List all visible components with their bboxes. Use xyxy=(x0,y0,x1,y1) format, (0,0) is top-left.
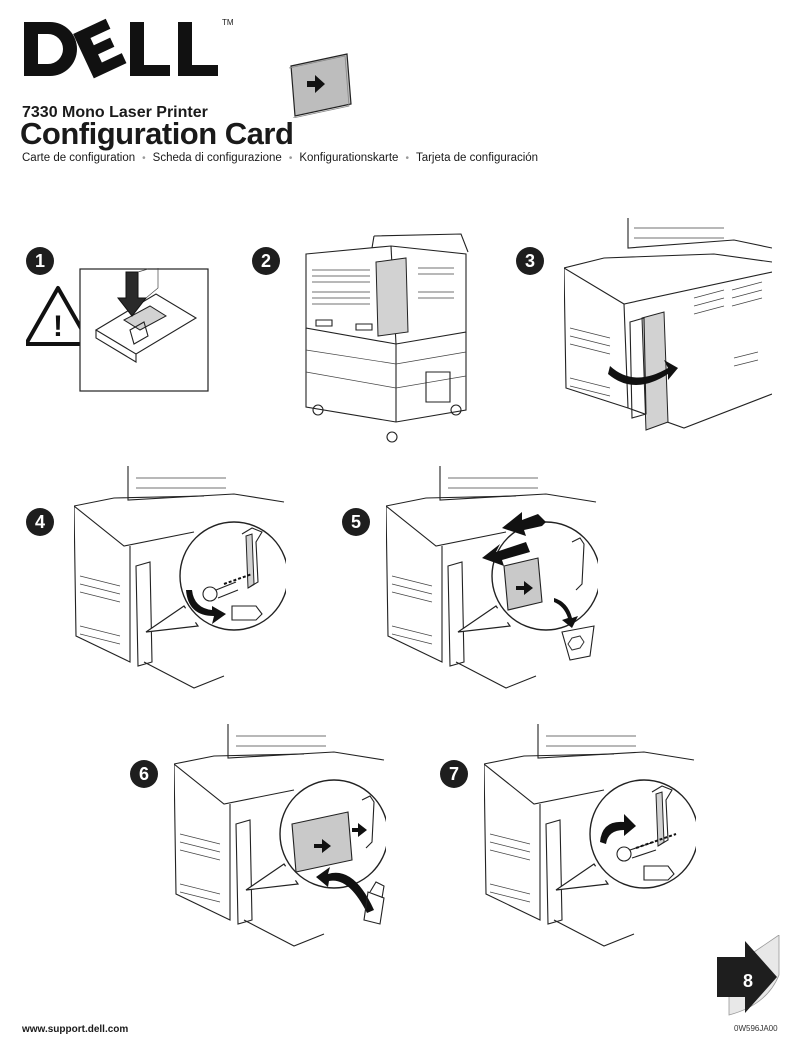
model-name: 7330 Mono Laser Printer xyxy=(22,104,208,121)
step-5-figure xyxy=(386,466,598,689)
arrow-right-icon xyxy=(314,839,331,853)
configuration-card-icon xyxy=(288,53,352,118)
separator-dot: • xyxy=(288,153,293,164)
arrow-right-icon xyxy=(516,581,533,595)
translation-fr: Carte de configuration xyxy=(22,152,136,164)
svg-text:!: ! xyxy=(53,310,63,343)
step-4-figure xyxy=(74,466,286,689)
step-1-figure: ! xyxy=(26,268,209,392)
step-7-badge: 7 xyxy=(440,760,468,788)
next-step-number: 8 xyxy=(742,971,753,991)
warning-icon: ! xyxy=(26,286,92,346)
support-url[interactable]: www.support.dell.com xyxy=(22,1024,129,1035)
step-6-figure xyxy=(174,724,386,947)
step-5-badge: 5 xyxy=(342,508,370,536)
translation-de: Konfigurationskarte xyxy=(299,152,399,164)
title-translations: Carte de configuration • Scheda di configu… xyxy=(22,152,538,164)
rotate-arrow-icon xyxy=(600,814,636,844)
step-4-badge: 4 xyxy=(26,508,54,536)
step-1-badge: 1 xyxy=(26,247,54,275)
step-2-figure xyxy=(305,233,469,443)
trademark-mark: TM xyxy=(222,18,234,27)
separator-dot: • xyxy=(405,153,409,164)
page-title: Configuration Card xyxy=(20,116,294,151)
translation-it: Scheda di configurazione xyxy=(152,152,282,164)
recycle-icon xyxy=(561,625,595,661)
step-3-figure xyxy=(564,218,772,431)
dell-logo xyxy=(24,18,218,79)
arrow-right-icon xyxy=(307,75,325,93)
step-6-badge: 6 xyxy=(130,760,158,788)
step-2-badge: 2 xyxy=(252,247,280,275)
step-7-figure xyxy=(484,724,696,947)
step-3-badge: 3 xyxy=(516,247,544,275)
separator-dot: • xyxy=(142,153,146,164)
page-curl-arrow-icon xyxy=(717,935,780,1016)
rotate-arrow-icon xyxy=(608,360,678,385)
translation-es: Tarjeta de configuración xyxy=(415,152,539,164)
rotate-arrow-icon xyxy=(186,590,226,624)
thumbscrew-icon xyxy=(202,573,253,602)
document-code: 0W596JA00 xyxy=(734,1024,778,1033)
thumbscrew-icon xyxy=(616,833,677,862)
